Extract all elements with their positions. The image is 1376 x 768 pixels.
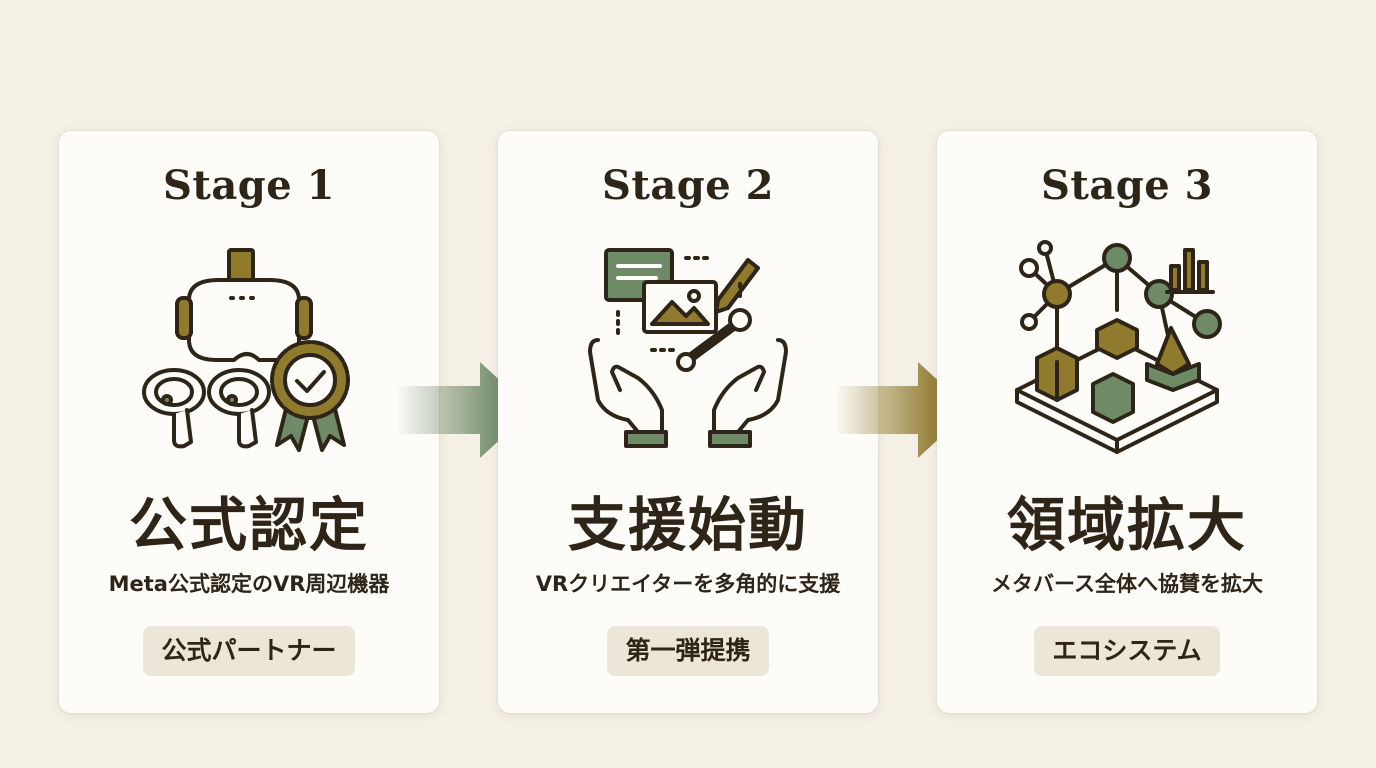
stage-badge: 第一弾提携 (607, 626, 769, 676)
stage-card-1: Stage 1 (59, 131, 439, 713)
stage-heading: 領域拡大 (1006, 491, 1247, 559)
stage-title: Stage 3 (1041, 162, 1213, 209)
stage-description: VRクリエイターを多角的に支援 (535, 572, 841, 596)
stage-heading: 支援始動 (567, 491, 808, 559)
arrow-right-icon (834, 362, 970, 458)
stage-badge: 公式パートナー (143, 626, 355, 676)
stage-title: Stage 1 (163, 162, 335, 209)
stage-card-3: Stage 3 (937, 131, 1317, 713)
vr-headset-controllers-award-icon (142, 248, 350, 452)
stage-card-2: Stage 2 (498, 131, 878, 713)
stage-description: Meta公式認定のVR周辺機器 (108, 572, 390, 596)
hands-creative-tools-icon (588, 248, 788, 448)
stage-heading: 公式認定 (128, 491, 369, 559)
stage-title: Stage 2 (602, 162, 774, 209)
stage-description: メタバース全体へ協賛を拡大 (991, 572, 1263, 596)
stage-badge: エコシステム (1034, 626, 1220, 676)
network-ecosystem-city-icon (1015, 240, 1222, 454)
